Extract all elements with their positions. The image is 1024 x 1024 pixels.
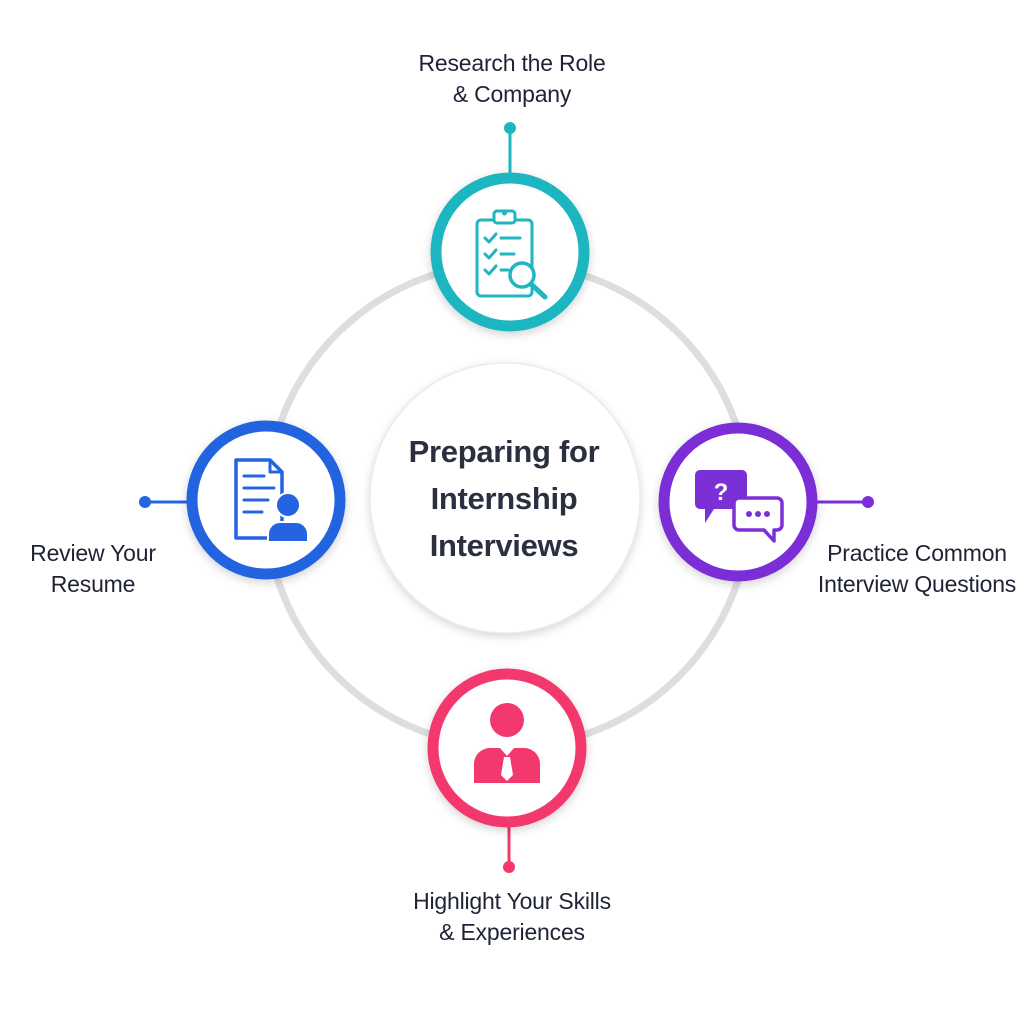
label-line: Interview Questions bbox=[817, 571, 1017, 597]
label-line: Practice Common bbox=[827, 540, 1007, 566]
title-line: Interviews bbox=[429, 528, 579, 563]
step-node-practice: ? bbox=[658, 422, 818, 582]
title-line: Preparing for bbox=[408, 434, 600, 469]
center-circle bbox=[370, 363, 640, 633]
step-label-resume: Review Your Resume bbox=[18, 538, 168, 600]
step-node-research bbox=[430, 172, 590, 332]
label-line: & Experiences bbox=[439, 919, 585, 945]
business-person-icon bbox=[474, 703, 540, 783]
step-label-highlight: Highlight Your Skills & Experiences bbox=[312, 886, 712, 948]
clipboard-search-icon bbox=[475, 209, 548, 300]
step-node-highlight bbox=[427, 668, 587, 828]
label-line: & Company bbox=[452, 81, 572, 107]
connector-top bbox=[504, 122, 516, 175]
chat-question-icon: ? bbox=[695, 470, 784, 543]
svg-text:?: ? bbox=[714, 479, 729, 506]
resume-document-icon bbox=[234, 458, 309, 543]
connector-left bbox=[139, 496, 190, 508]
label-line: Research the Role bbox=[418, 50, 606, 76]
diagram-title: Preparing for Internship Interviews bbox=[369, 428, 639, 569]
label-line: Review Your bbox=[30, 540, 156, 566]
step-node-resume bbox=[186, 420, 346, 580]
step-label-practice: Practice Common Interview Questions bbox=[810, 538, 1024, 600]
connector-right bbox=[812, 496, 874, 508]
label-line: Highlight Your Skills bbox=[413, 888, 611, 914]
step-label-research: Research the Role & Company bbox=[312, 48, 712, 110]
title-line: Internship bbox=[430, 481, 578, 516]
label-line: Resume bbox=[50, 571, 136, 597]
connector-bottom bbox=[503, 822, 515, 873]
